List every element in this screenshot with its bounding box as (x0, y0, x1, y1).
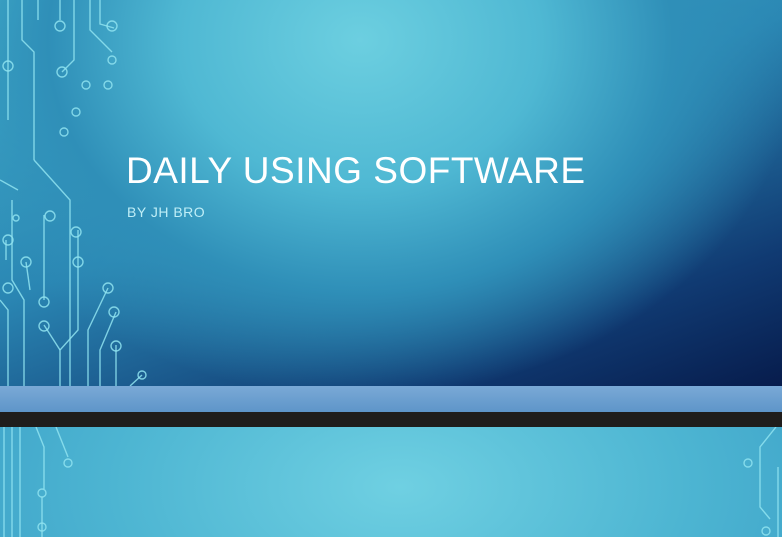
slide-subtitle: BY JH BRO (127, 204, 206, 220)
title-slide[interactable]: DAILY USING SOFTWARE BY JH BRO (0, 0, 782, 386)
circuit-board-decoration-icon (3, 427, 779, 537)
slide-separator (0, 412, 782, 427)
slide-title: DAILY USING SOFTWARE (126, 150, 586, 191)
circuit-board-decoration-icon (0, 0, 147, 386)
slide-footer-band (0, 386, 782, 412)
next-slide-preview[interactable] (0, 427, 782, 537)
